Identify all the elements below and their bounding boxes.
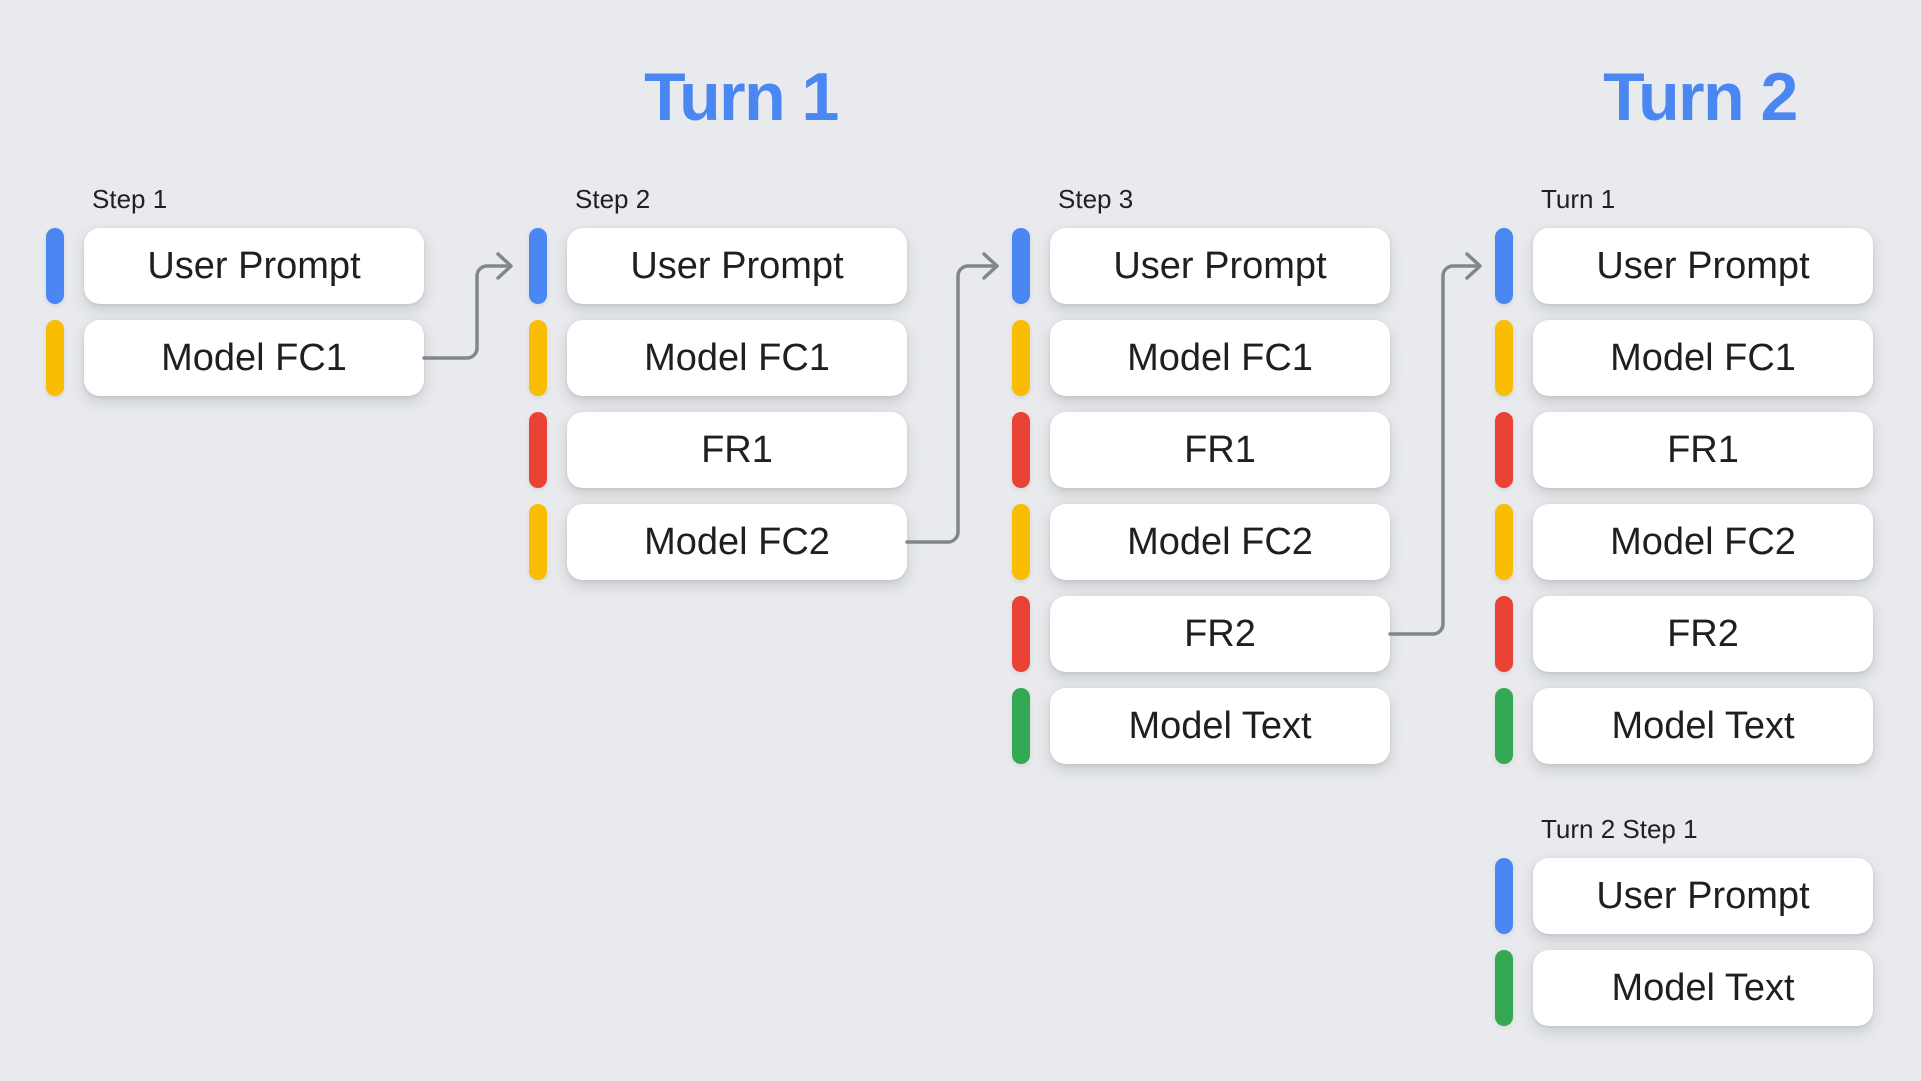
- turn1-context-label: Turn 1: [1541, 184, 1616, 214]
- arrow-step3-to-turn2: [1388, 252, 1482, 636]
- model-fc-bar: [529, 504, 547, 580]
- box-turn1-fr1: FR1: [1533, 412, 1873, 488]
- box-turn1-model-text: Model Text: [1533, 688, 1873, 764]
- box-label: Model Text: [1611, 704, 1795, 747]
- box-label: User Prompt: [1596, 244, 1810, 287]
- box-label: Model FC2: [1610, 520, 1796, 563]
- model-text-bar: [1495, 688, 1513, 764]
- box-step2-user-prompt: User Prompt: [567, 228, 907, 304]
- box-step3-fr1: FR1: [1050, 412, 1390, 488]
- arrow-step2-to-step3: [905, 252, 999, 544]
- box-label: Model FC1: [1610, 336, 1796, 379]
- box-step1-user-prompt: User Prompt: [84, 228, 424, 304]
- user-prompt-bar: [1495, 228, 1513, 304]
- box-label: FR2: [1184, 612, 1256, 655]
- model-fc-bar: [1012, 320, 1030, 396]
- box-label: Model Text: [1128, 704, 1312, 747]
- box-label: Model FC1: [644, 336, 830, 379]
- model-fc-bar: [529, 320, 547, 396]
- model-fc-bar: [46, 320, 64, 396]
- box-turn1-model-fc1: Model FC1: [1533, 320, 1873, 396]
- box-turn1-user-prompt: User Prompt: [1533, 228, 1873, 304]
- box-label: FR1: [701, 428, 773, 471]
- user-prompt-bar: [1012, 228, 1030, 304]
- user-prompt-bar: [529, 228, 547, 304]
- box-label: FR2: [1667, 612, 1739, 655]
- box-turn2step1-model-text: Model Text: [1533, 950, 1873, 1026]
- model-fc-bar: [1012, 504, 1030, 580]
- box-step3-model-text: Model Text: [1050, 688, 1390, 764]
- box-label: User Prompt: [1596, 874, 1810, 917]
- box-label: FR1: [1184, 428, 1256, 471]
- box-label: Model FC2: [1127, 520, 1313, 563]
- model-fc-bar: [1495, 504, 1513, 580]
- model-fc-bar: [1495, 320, 1513, 396]
- turn2-step1-label: Turn 2 Step 1: [1541, 814, 1698, 844]
- turn2-title: Turn 2: [1603, 59, 1798, 135]
- box-step2-model-fc1: Model FC1: [567, 320, 907, 396]
- box-turn1-model-fc2: Model FC2: [1533, 504, 1873, 580]
- function-response-bar: [1012, 596, 1030, 672]
- box-step3-user-prompt: User Prompt: [1050, 228, 1390, 304]
- box-label: FR1: [1667, 428, 1739, 471]
- box-label: Model Text: [1611, 966, 1795, 1009]
- box-label: User Prompt: [147, 244, 361, 287]
- box-label: Model FC1: [1127, 336, 1313, 379]
- model-text-bar: [1012, 688, 1030, 764]
- step1-label: Step 1: [92, 184, 168, 214]
- function-response-bar: [1495, 596, 1513, 672]
- box-step2-model-fc2: Model FC2: [567, 504, 907, 580]
- box-step1-model-fc1: Model FC1: [84, 320, 424, 396]
- arrow-step1-to-step2: [422, 252, 513, 360]
- function-response-bar: [1012, 412, 1030, 488]
- function-response-bar: [529, 412, 547, 488]
- model-text-bar: [1495, 950, 1513, 1026]
- box-turn1-fr2: FR2: [1533, 596, 1873, 672]
- box-step3-model-fc1: Model FC1: [1050, 320, 1390, 396]
- box-label: Model FC2: [644, 520, 830, 563]
- turn1-title: Turn 1: [644, 59, 839, 135]
- box-step2-fr1: FR1: [567, 412, 907, 488]
- user-prompt-bar: [46, 228, 64, 304]
- box-step3-fr2: FR2: [1050, 596, 1390, 672]
- step3-label: Step 3: [1058, 184, 1134, 214]
- box-label: User Prompt: [1113, 244, 1327, 287]
- box-label: User Prompt: [630, 244, 844, 287]
- box-label: Model FC1: [161, 336, 347, 379]
- function-response-bar: [1495, 412, 1513, 488]
- box-turn2step1-user-prompt: User Prompt: [1533, 858, 1873, 934]
- step2-label: Step 2: [575, 184, 651, 214]
- user-prompt-bar: [1495, 858, 1513, 934]
- box-step3-model-fc2: Model FC2: [1050, 504, 1390, 580]
